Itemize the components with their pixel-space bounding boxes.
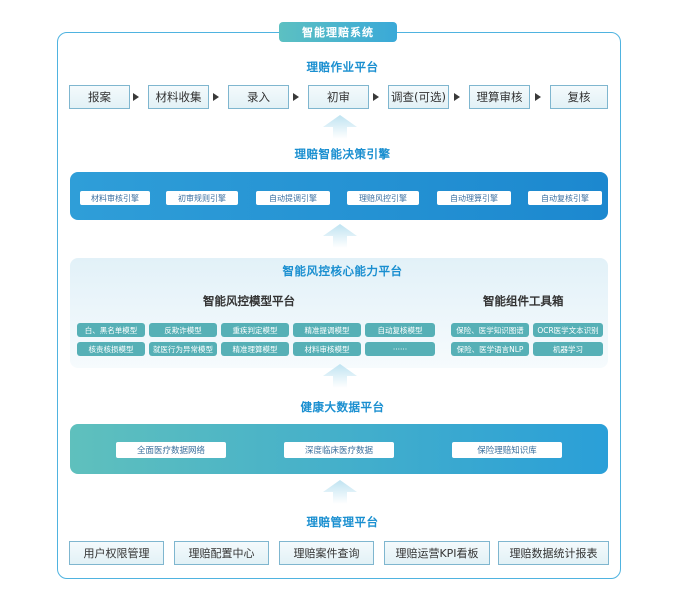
engine-auto-calculation: 自动理算引擎 xyxy=(437,191,511,205)
tool-chip: 保险、医学知识图谱 xyxy=(451,323,529,337)
arrow-right-icon xyxy=(454,93,460,101)
model-chip: 自动复核模型 xyxy=(365,323,435,337)
model-chip: 反欺诈模型 xyxy=(149,323,217,337)
engine-auto-recheck: 自动复核引擎 xyxy=(528,191,602,205)
model-chip: 精准理算模型 xyxy=(221,342,289,356)
mgmt-kpi-board: 理赔运营KPI看板 xyxy=(384,541,490,565)
arrow-right-icon xyxy=(293,93,299,101)
up-arrow-icon xyxy=(323,480,357,504)
data-item-knowledge: 保险理赔知识库 xyxy=(452,442,562,458)
model-platform-title: 智能风控模型平台 xyxy=(203,294,295,308)
engine-platform-title: 理赔智能决策引擎 xyxy=(294,147,391,161)
tool-chip: 保险、医学语言NLP xyxy=(451,342,529,356)
toolbox-title: 智能组件工具箱 xyxy=(483,294,564,308)
model-chip: 白、黑名单模型 xyxy=(77,323,145,337)
workflow-platform-title: 理赔作业平台 xyxy=(306,60,379,74)
model-chip: 就医行为异常模型 xyxy=(149,342,217,356)
arrow-right-icon xyxy=(535,93,541,101)
model-chip: 精准提调模型 xyxy=(293,323,361,337)
workflow-step-collect: 材料收集 xyxy=(148,85,209,109)
model-chip-more: ······ xyxy=(365,342,435,356)
model-chip: 核责核损模型 xyxy=(77,342,145,356)
arrow-right-icon xyxy=(133,93,139,101)
mgmt-user-permissions: 用户权限管理 xyxy=(69,541,164,565)
model-chip: 材料审核模型 xyxy=(293,342,361,356)
engine-material-review: 材料审核引擎 xyxy=(80,191,150,205)
up-arrow-icon xyxy=(323,115,357,139)
workflow-step-calc-review: 理算审核 xyxy=(469,85,530,109)
workflow-step-recheck: 复核 xyxy=(550,85,608,109)
data-item-clinical: 深度临床医疗数据 xyxy=(284,442,394,458)
workflow-step-investigation: 调查(可选) xyxy=(388,85,449,109)
model-chip: 重疾判定模型 xyxy=(221,323,289,337)
system-title: 智能理赔系统 xyxy=(279,22,397,42)
engine-band xyxy=(70,172,608,220)
mgmt-statistics-report: 理赔数据统计报表 xyxy=(498,541,609,565)
core-platform-title: 智能风控核心能力平台 xyxy=(282,264,403,278)
data-platform-title: 健康大数据平台 xyxy=(300,400,385,414)
mgmt-config-center: 理赔配置中心 xyxy=(174,541,269,565)
workflow-step-first-review: 初审 xyxy=(308,85,369,109)
engine-risk-control: 理赔风控引擎 xyxy=(347,191,419,205)
arrow-right-icon xyxy=(373,93,379,101)
mgmt-platform-title: 理赔管理平台 xyxy=(306,515,379,529)
tool-chip: 机器学习 xyxy=(533,342,603,356)
tool-chip: OCR医学文本识别 xyxy=(533,323,603,337)
up-arrow-icon xyxy=(323,224,357,248)
mgmt-case-query: 理赔案件查询 xyxy=(279,541,374,565)
arrow-right-icon xyxy=(213,93,219,101)
up-arrow-icon xyxy=(323,364,357,388)
engine-auto-investigation: 自动提调引擎 xyxy=(256,191,330,205)
workflow-step-entry: 录入 xyxy=(228,85,289,109)
workflow-step-report: 报案 xyxy=(69,85,130,109)
data-item-network: 全面医疗数据网络 xyxy=(116,442,226,458)
engine-first-review-rule: 初审规则引擎 xyxy=(166,191,238,205)
